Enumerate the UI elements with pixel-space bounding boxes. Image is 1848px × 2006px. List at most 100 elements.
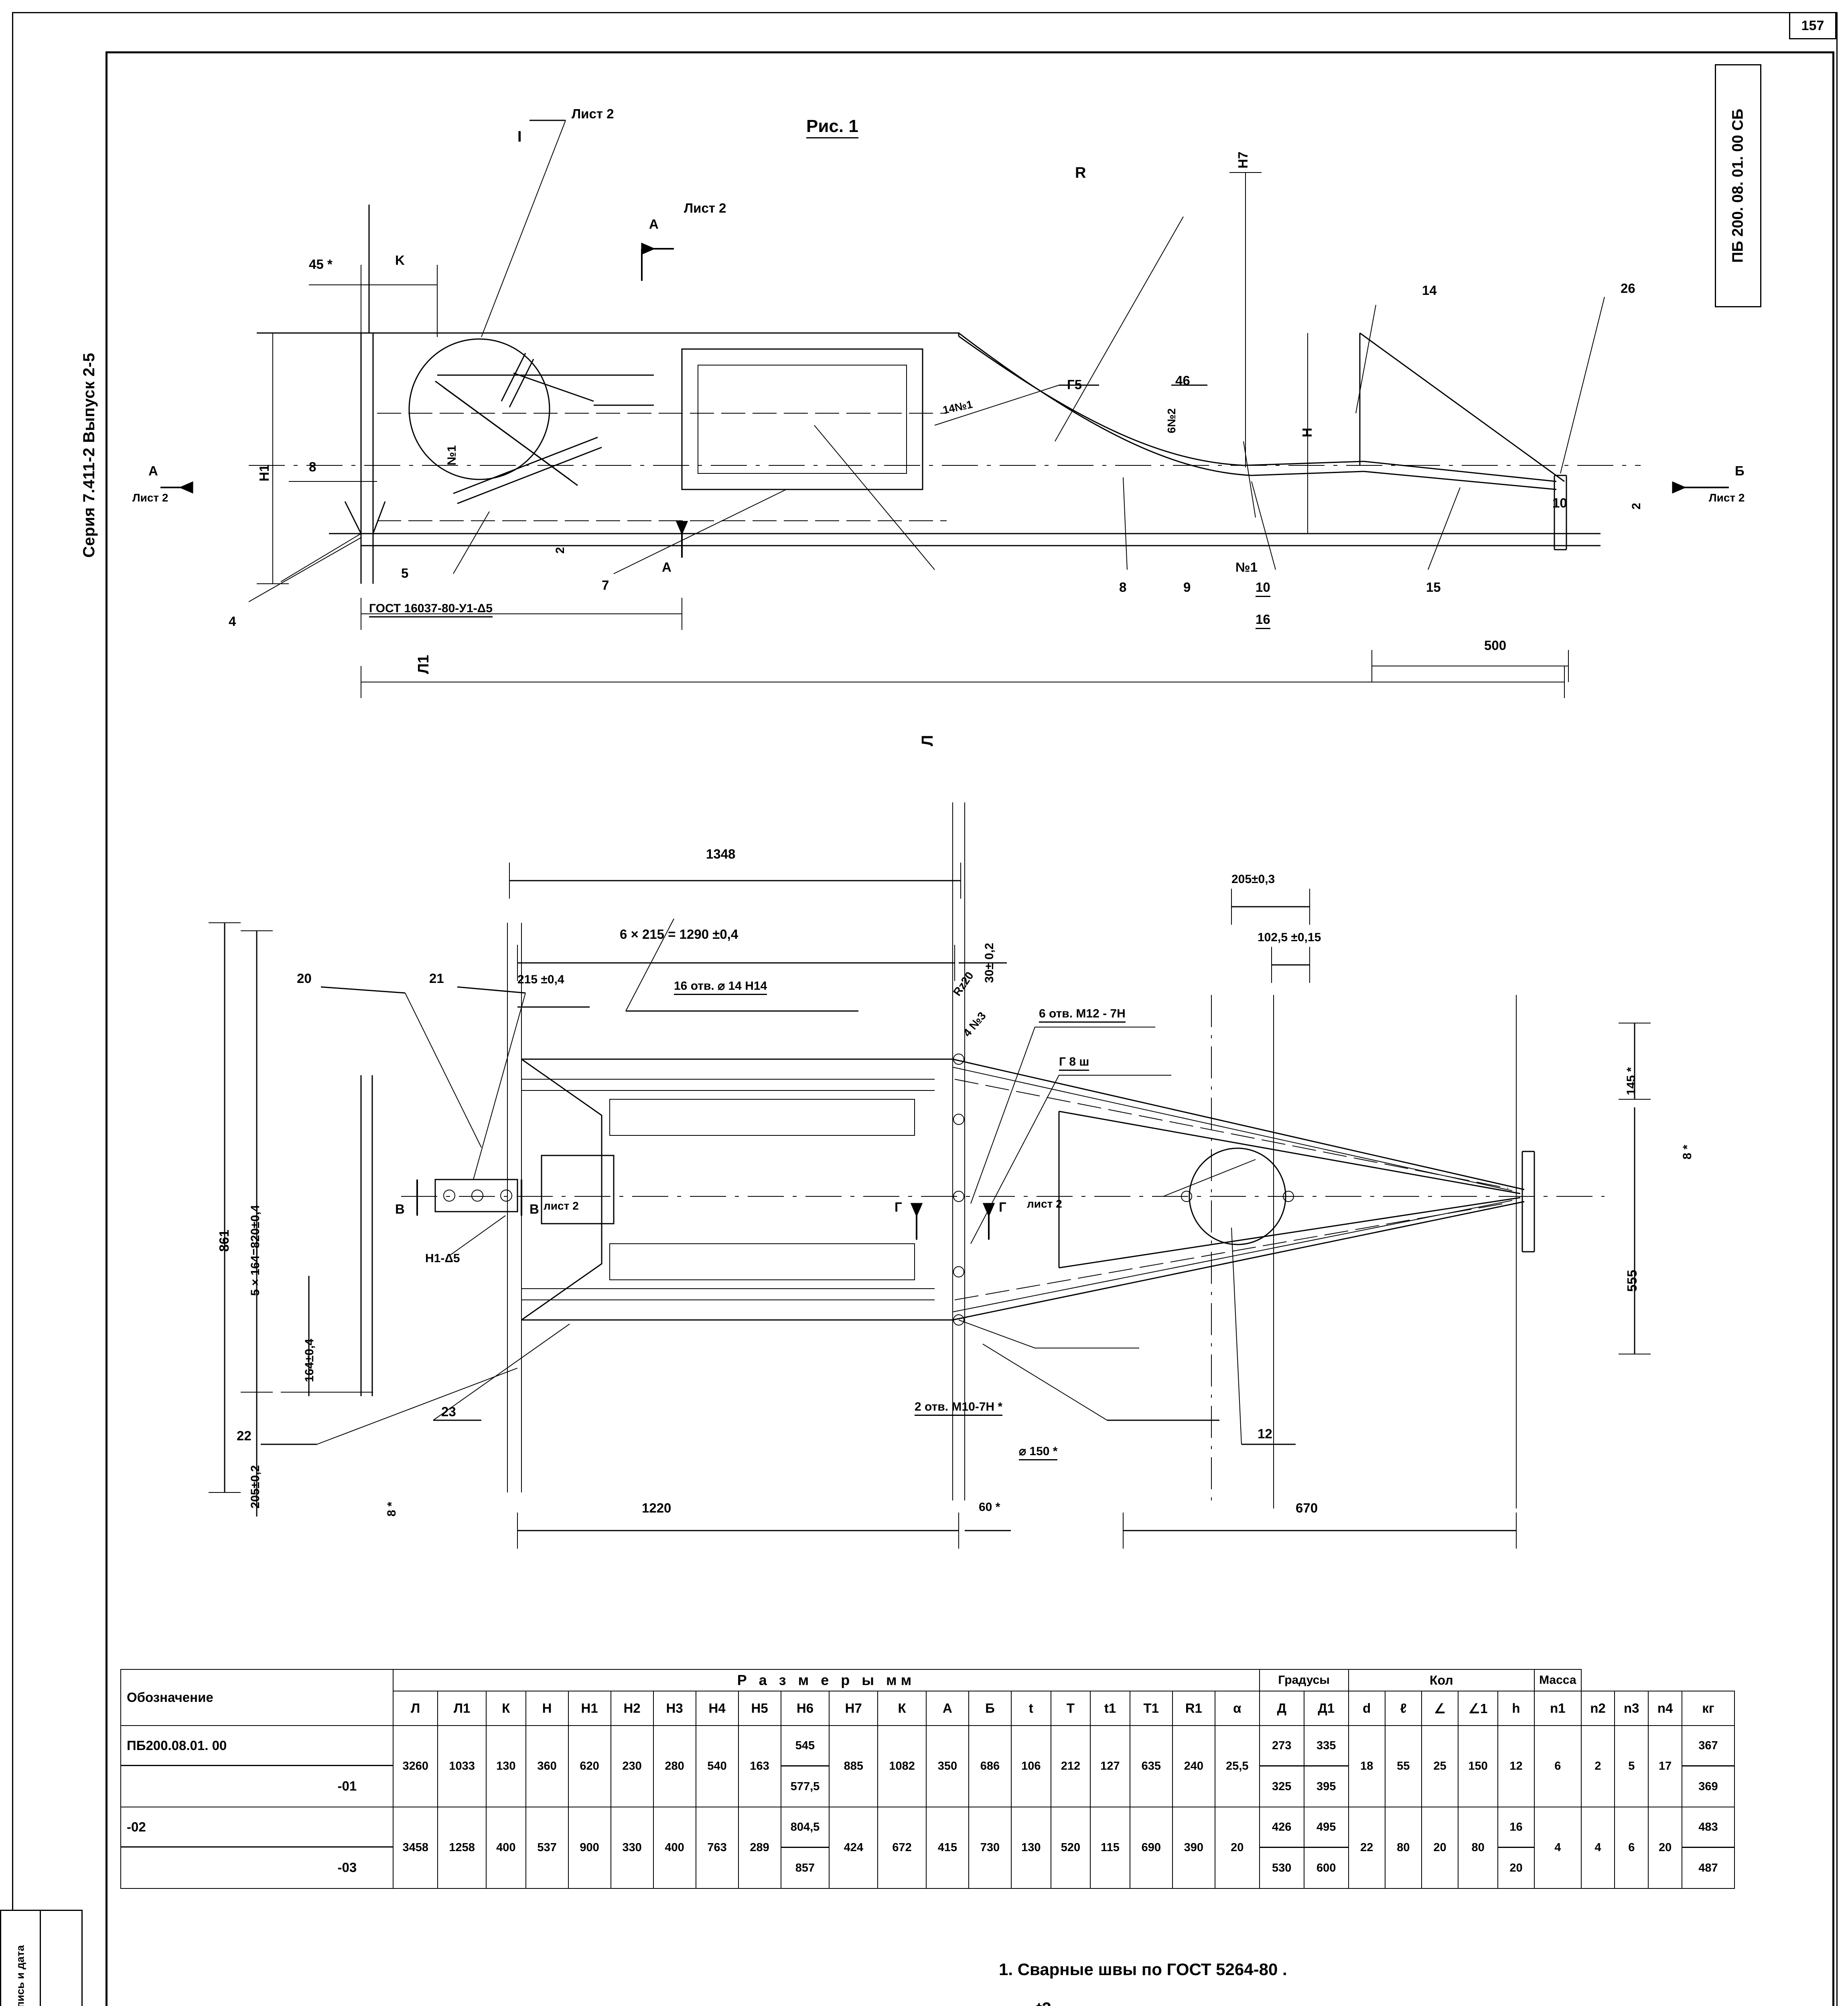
table-col-header: n4 bbox=[1648, 1691, 1682, 1726]
table-cell: 620 bbox=[568, 1725, 611, 1807]
label-R: R bbox=[1075, 164, 1086, 181]
table-cell: 163 bbox=[738, 1725, 781, 1807]
section-mark-A-top: А bbox=[649, 217, 659, 231]
callout-sheet2-B: Лист 2 bbox=[1709, 491, 1745, 504]
table-cell: 686 bbox=[968, 1725, 1012, 1807]
item-9: 9 bbox=[1183, 580, 1191, 595]
page-number-box: 157 bbox=[1789, 12, 1836, 39]
section-mark-A-left: А bbox=[148, 463, 158, 478]
item-8: 8 bbox=[1119, 580, 1127, 595]
table-col-header: α bbox=[1214, 1691, 1260, 1726]
table-col-header: Т bbox=[1050, 1691, 1091, 1726]
section-mark-V-right: В bbox=[529, 1202, 539, 1216]
dim-6x215: 6 × 215 = 1290 ±0,4 bbox=[620, 927, 738, 942]
table-cell: 80 bbox=[1458, 1807, 1498, 1889]
table-cell: 130 bbox=[485, 1725, 526, 1807]
table-group-count: Кол bbox=[1348, 1669, 1535, 1691]
table-col-header: n3 bbox=[1614, 1691, 1649, 1726]
table-group-mass: Масса bbox=[1534, 1669, 1582, 1691]
callout-sheet2-b: Лист 2 bbox=[684, 201, 726, 215]
note-2-holes-M10: 2 отв. М10-7Н * bbox=[915, 1400, 1003, 1416]
table-cell: 672 bbox=[877, 1807, 927, 1889]
table-cell: 289 bbox=[738, 1807, 781, 1889]
section-mark-G-left: Г bbox=[895, 1200, 902, 1214]
table-cell: 212 bbox=[1050, 1725, 1091, 1807]
item-12: 12 bbox=[1258, 1426, 1272, 1441]
table-col-header: К bbox=[485, 1691, 526, 1726]
table-col-header: А bbox=[925, 1691, 969, 1726]
table-cell: 240 bbox=[1172, 1725, 1215, 1807]
page-number: 157 bbox=[1801, 18, 1824, 33]
item-23: 23 bbox=[441, 1404, 456, 1419]
table-col-header: n2 bbox=[1580, 1691, 1615, 1726]
table-cell: 18 bbox=[1348, 1725, 1385, 1807]
table-cell: 280 bbox=[653, 1725, 696, 1807]
table-col-header: Д1 bbox=[1303, 1691, 1349, 1726]
table-cell: 635 bbox=[1129, 1725, 1173, 1807]
item-10: 10 bbox=[1256, 580, 1270, 597]
table-col-header: d bbox=[1348, 1691, 1385, 1726]
table-cell: 3260 bbox=[393, 1725, 438, 1807]
note-16-holes: 16 отв. ⌀ 14 Н14 bbox=[674, 979, 767, 995]
drawing-number-box-top: ПБ 200. 08. 01. 00 СБ bbox=[1715, 64, 1761, 307]
dim-10-right: 10 bbox=[1552, 495, 1567, 510]
note-2-fraction: t2 2 bbox=[1034, 2000, 1053, 2006]
dim-1220: 1220 bbox=[642, 1500, 671, 1515]
table-cell: 424 bbox=[829, 1807, 878, 1889]
table-col-header: Н5 bbox=[738, 1691, 781, 1726]
table-cell: 540 bbox=[695, 1725, 739, 1807]
note-2-numerator: t2 bbox=[1034, 2000, 1053, 2006]
dim-45: 45 * bbox=[309, 257, 333, 272]
callout-sheet2-V: лист 2 bbox=[544, 1200, 579, 1212]
item-22: 22 bbox=[237, 1428, 252, 1443]
note-d150: ⌀ 150 * bbox=[1019, 1444, 1058, 1460]
table-cell: 537 bbox=[525, 1807, 569, 1889]
table-cell: 55 bbox=[1384, 1725, 1422, 1807]
section-mark-G-right: Г bbox=[999, 1200, 1006, 1214]
table-cell: 390 bbox=[1172, 1807, 1215, 1889]
table-col-header: Б bbox=[968, 1691, 1012, 1726]
table-cell: 150 bbox=[1458, 1725, 1498, 1807]
item-14: 14 bbox=[1422, 283, 1437, 298]
note-2: 2. ± t2 2 . bbox=[999, 1993, 1287, 2006]
sheet-inner-frame bbox=[105, 51, 1834, 2006]
table-cell: 730 bbox=[968, 1807, 1012, 1889]
table-cell: 900 bbox=[568, 1807, 611, 1889]
note-1: 1. Сварные швы по ГОСТ 5264-80 . bbox=[999, 1960, 1287, 1979]
table-cell: 12 bbox=[1497, 1725, 1535, 1807]
table-cell: 130 bbox=[1010, 1807, 1051, 1889]
table-cell: 1082 bbox=[877, 1725, 927, 1807]
table-col-header: R1 bbox=[1172, 1691, 1215, 1726]
dim-500: 500 bbox=[1484, 638, 1507, 653]
table-col-header: t1 bbox=[1090, 1691, 1130, 1726]
table-col-header: Н7 bbox=[829, 1691, 878, 1726]
note-6-holes-M12: 6 отв. М12 - 7Н bbox=[1039, 1007, 1126, 1023]
table-group-sizes: Р а з м е р ы мм bbox=[393, 1669, 1260, 1691]
table-cell: 115 bbox=[1090, 1807, 1130, 1889]
dim-1348: 1348 bbox=[706, 847, 736, 861]
table-cell: 350 bbox=[925, 1725, 969, 1807]
section-mark-V-left: В bbox=[395, 1202, 405, 1216]
table-cell: 230 bbox=[610, 1725, 654, 1807]
table-cell: 520 bbox=[1050, 1807, 1091, 1889]
item-7: 7 bbox=[602, 578, 609, 593]
item-26: 26 bbox=[1621, 281, 1635, 296]
table-cell-designation: -02-03 bbox=[120, 1807, 394, 1889]
weld-spec: ГОСТ 16037-80-У1-Δ5 bbox=[369, 602, 493, 617]
table-col-header: Л bbox=[393, 1691, 438, 1726]
table-cell: 4 bbox=[1534, 1807, 1582, 1889]
dim-670: 670 bbox=[1296, 1500, 1318, 1515]
table-cell: 80 bbox=[1384, 1807, 1422, 1889]
section-mark-B: Б bbox=[1735, 463, 1745, 478]
